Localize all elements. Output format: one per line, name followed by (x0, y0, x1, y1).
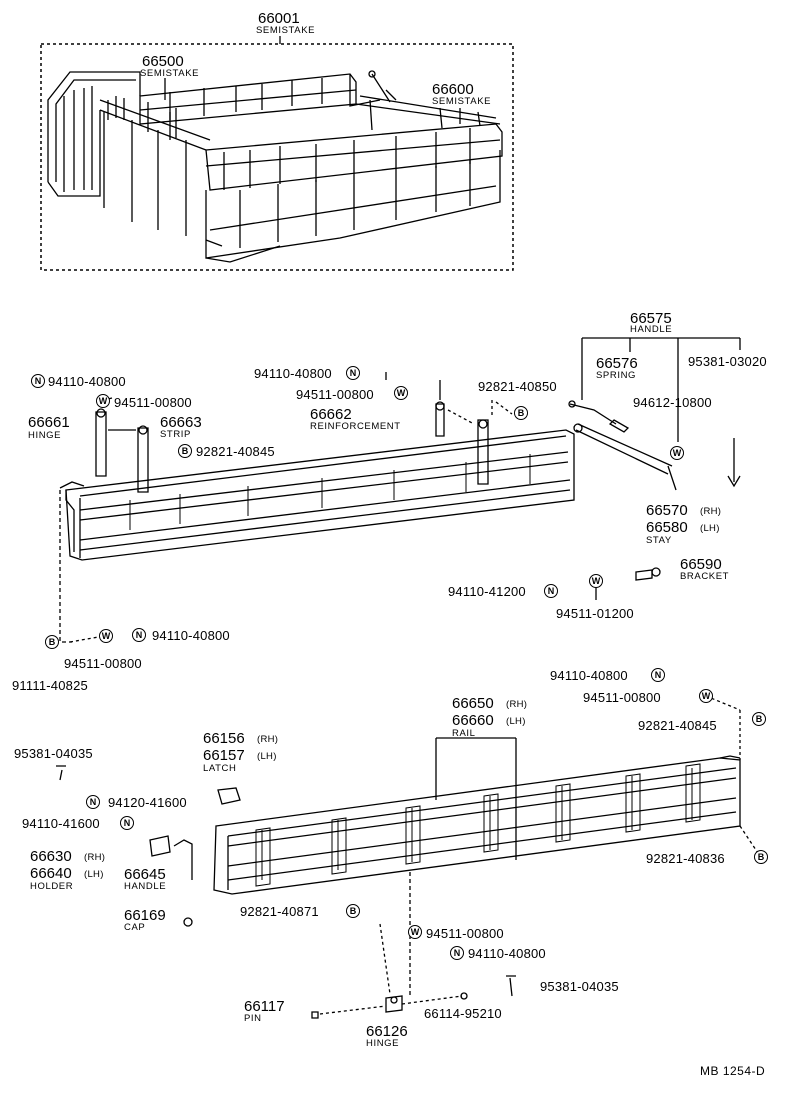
bracket-name: BRACKET (680, 571, 730, 582)
nut-symbol: N (132, 628, 146, 642)
part-94511-00800-b: 94511-00800 (296, 387, 374, 402)
holder-name: HOLDER (30, 881, 74, 892)
reinforcement-name: REINFORCEMENT (310, 421, 401, 432)
washer-symbol: W (96, 394, 110, 408)
subassembly-66600-name: SEMISTAKE (432, 96, 492, 107)
part-95381-04035-b: 95381-04035 (540, 979, 619, 994)
cap-name: CAP (124, 922, 146, 933)
part-92821-40836: 92821-40836 (646, 851, 725, 866)
part-94110-40800-e: 94110-40800 (468, 946, 546, 961)
diagram-reference: MB 1254-D (700, 1064, 766, 1078)
latch-lh-tag: (LH) (257, 751, 277, 762)
nut-symbol: N (120, 816, 134, 830)
spring-code: 66576 (596, 355, 638, 372)
part-95381-03020: 95381-03020 (688, 354, 767, 369)
bolt-symbol: B (754, 850, 768, 864)
stay-lh-code: 66580 (646, 519, 688, 536)
hinge-top-code: 66661 (28, 414, 70, 431)
handle-group-code: 66575 (630, 310, 672, 327)
holder-lh-code: 66640 (30, 865, 72, 882)
nut-symbol: N (86, 795, 100, 809)
pin-name: PIN (244, 1013, 262, 1024)
nut-symbol: N (544, 584, 558, 598)
subassembly-66500-name: SEMISTAKE (140, 68, 200, 79)
rail-lh-code: 66660 (452, 712, 494, 729)
washer-symbol: W (670, 446, 684, 460)
assembly-name: SEMISTAKE (256, 25, 316, 36)
part-92821-40845-b: 92821-40845 (638, 718, 717, 733)
spring-name: SPRING (596, 370, 637, 381)
hinge-low-name: HINGE (366, 1038, 400, 1049)
semistake-assembly-drawing (40, 36, 514, 271)
bolt-symbol: B (45, 635, 59, 649)
pin-code: 66117 (244, 998, 285, 1015)
holder-rh-code: 66630 (30, 848, 72, 865)
nut-symbol: N (450, 946, 464, 960)
part-94110-41200: 94110-41200 (448, 584, 526, 599)
part-94511-01200: 94511-01200 (556, 606, 634, 621)
hinge-low-code: 66126 (366, 1023, 408, 1040)
latch-lh-code: 66157 (203, 747, 245, 764)
stay-name: STAY (646, 535, 672, 546)
part-94110-40800-d: 94110-40800 (550, 668, 628, 683)
bolt-symbol: B (346, 904, 360, 918)
part-91111-40825: 91111-40825 (12, 678, 88, 693)
part-66114-95210: 66114-95210 (424, 1006, 502, 1021)
washer-symbol: W (408, 925, 422, 939)
handle-group-name: HANDLE (630, 324, 673, 335)
part-94110-40800-b: 94110-40800 (254, 366, 332, 381)
stay-rh-code: 66570 (646, 502, 688, 519)
bolt-symbol: B (752, 712, 766, 726)
part-94110-41600: 94110-41600 (22, 816, 100, 831)
bolt-symbol: B (178, 444, 192, 458)
part-95381-04035-a: 95381-04035 (14, 746, 93, 761)
part-92821-40850: 92821-40850 (478, 379, 557, 394)
part-92821-40845-a: 92821-40845 (196, 444, 275, 459)
rail-lh-tag: (LH) (506, 716, 526, 727)
nut-symbol: N (651, 668, 665, 682)
hinge-top-name: HINGE (28, 430, 62, 441)
part-94110-40800-c: 94110-40800 (152, 628, 230, 643)
handle-low-code: 66645 (124, 866, 166, 883)
part-94511-00800-c: 94511-00800 (64, 656, 142, 671)
assembly-code: 66001 (258, 10, 300, 27)
latch-rh-code: 66156 (203, 730, 245, 747)
strip-code: 66663 (160, 414, 202, 431)
nut-symbol: N (346, 366, 360, 380)
strip-name: STRIP (160, 429, 191, 440)
washer-symbol: W (699, 689, 713, 703)
holder-rh-tag: (RH) (84, 852, 106, 863)
latch-name: LATCH (203, 763, 237, 774)
rail-rh-code: 66650 (452, 695, 494, 712)
part-94511-00800-d: 94511-00800 (583, 690, 661, 705)
washer-symbol: W (99, 629, 113, 643)
part-94120-41600: 94120-41600 (108, 795, 187, 810)
subassembly-66600-code: 66600 (432, 81, 474, 98)
part-94612-10800: 94612-10800 (633, 395, 712, 410)
subassembly-66500-code: 66500 (142, 53, 184, 70)
reinforcement-code: 66662 (310, 406, 352, 423)
latch-rh-tag: (RH) (257, 734, 279, 745)
part-92821-40871: 92821-40871 (240, 904, 319, 919)
bracket-code: 66590 (680, 556, 722, 573)
nut-symbol: N (31, 374, 45, 388)
tailgate-assembly-drawing (59, 337, 741, 643)
rail-name: RAIL (452, 728, 476, 739)
washer-symbol: W (394, 386, 408, 400)
bolt-symbol: B (514, 406, 528, 420)
holder-lh-tag: (LH) (84, 869, 104, 880)
washer-symbol: W (589, 574, 603, 588)
part-94511-00800-a: 94511-00800 (114, 395, 192, 410)
rail-rh-tag: (RH) (506, 699, 528, 710)
part-94511-00800-e: 94511-00800 (426, 926, 504, 941)
part-94110-40800-a: 94110-40800 (48, 374, 126, 389)
stay-lh-tag: (LH) (700, 523, 720, 534)
handle-low-name: HANDLE (124, 881, 167, 892)
stay-rh-tag: (RH) (700, 506, 722, 517)
cap-code: 66169 (124, 907, 166, 924)
